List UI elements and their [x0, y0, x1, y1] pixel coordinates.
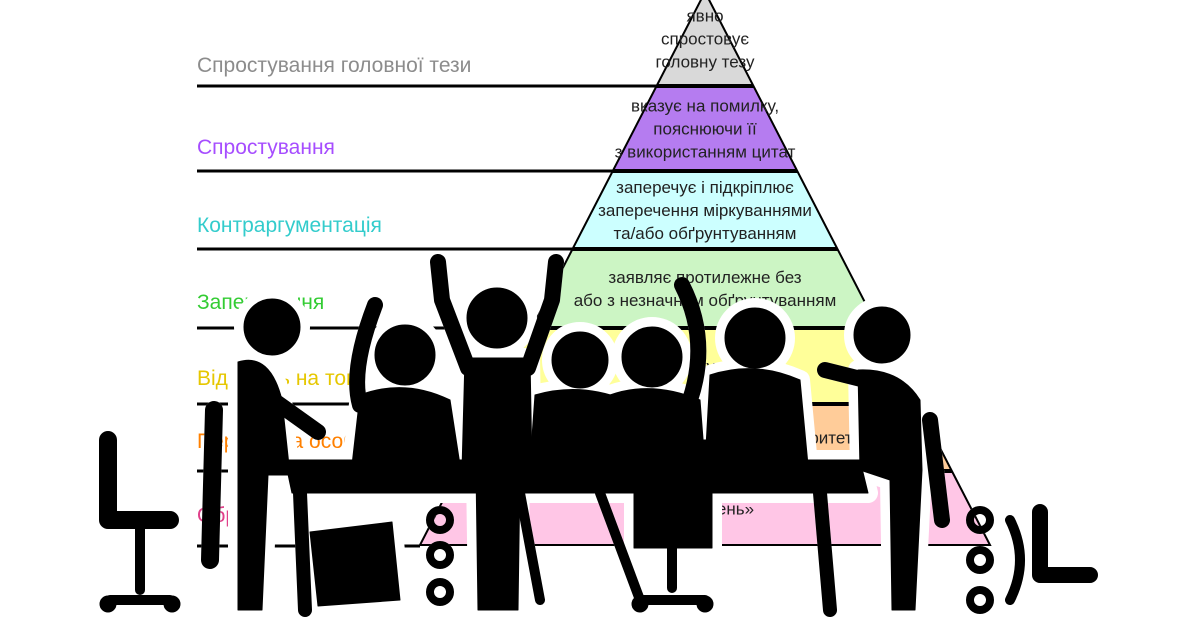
level-desc-3-line-3: та/або обґрунтуванням: [614, 224, 797, 243]
level-label-2: Спростування: [197, 136, 335, 159]
pyramid-level-2: [611, 86, 799, 171]
level-desc-2-line-1: вказує на помилку,: [631, 97, 779, 116]
level-desc-1-line-1: явно: [686, 7, 723, 26]
level-desc-3-line-1: заперечує і підкріплює: [616, 178, 794, 197]
level-desc-2-line-2: пояснюючи її: [653, 120, 757, 139]
level-desc-4-line-1: заявляє протилежне без: [608, 268, 801, 287]
level-desc-2-line-3: з використанням цитат: [615, 143, 796, 162]
level-desc-3-line-2: заперечення міркуваннями: [598, 201, 812, 220]
pyramid-level-1: [655, 0, 755, 86]
level-desc-1-line-2: спростовує: [661, 30, 749, 49]
level-label-1: Спростування головної тези: [197, 54, 471, 77]
pyramid-level-3: [571, 171, 839, 249]
level-label-3: Контраргументація: [197, 214, 382, 237]
silhouette-figures: [100, 262, 1090, 612]
level-desc-1-line-3: головну тезу: [656, 53, 755, 72]
